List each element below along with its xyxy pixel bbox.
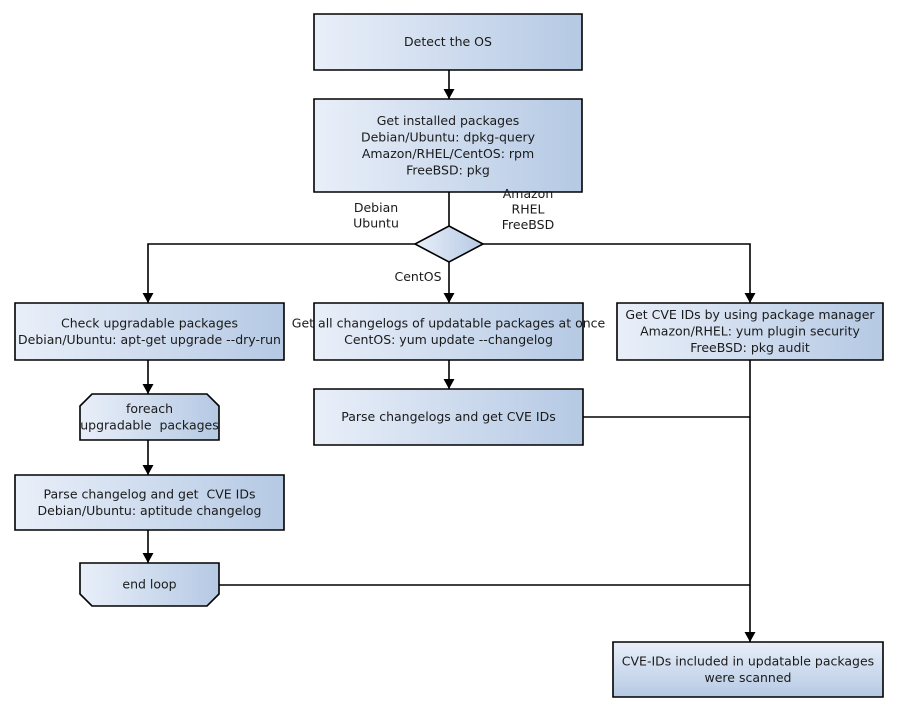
node-shape-rect bbox=[313, 302, 584, 361]
connector-layer bbox=[142, 70, 756, 642]
arrow-head-icon bbox=[142, 384, 154, 394]
node-label-line: Get CVE IDs by using package manager bbox=[625, 307, 875, 322]
node-label: Detect the OS bbox=[404, 34, 492, 49]
node-label: end loop bbox=[122, 576, 176, 591]
arrow-head-icon bbox=[443, 293, 455, 303]
node-shape-rect bbox=[14, 302, 285, 361]
node-shape-loop-end bbox=[79, 562, 220, 607]
arrow-head-icon bbox=[142, 553, 154, 563]
node-label-line: Detect the OS bbox=[404, 34, 492, 49]
node-label: Get all changelogs of updatable packages… bbox=[292, 315, 606, 347]
arrow-head-icon bbox=[443, 379, 455, 389]
arrow-head-icon bbox=[744, 293, 756, 303]
node-label-line: Debian/Ubuntu: dpkg-query bbox=[361, 129, 536, 144]
node-label-line: were scanned bbox=[705, 669, 792, 684]
node-detect-os[interactable]: Detect the OS bbox=[313, 13, 583, 71]
connector-detect-to-packages bbox=[443, 70, 455, 99]
node-label-line: Get all changelogs of updatable packages… bbox=[292, 315, 606, 330]
node-os-decision[interactable] bbox=[413, 225, 485, 263]
arrow-head-icon bbox=[443, 89, 455, 99]
node-label-line: Debian/Ubuntu: apt-get upgrade --dry-run bbox=[18, 331, 281, 346]
node-label-line: CentOS: yum update --changelog bbox=[344, 331, 553, 346]
edge-label-line: FreeBSD bbox=[502, 217, 554, 232]
arrow-head-icon bbox=[142, 465, 154, 475]
node-label-line: Amazon/RHEL/CentOS: rpm bbox=[362, 145, 534, 160]
connector-foreach-to-parse bbox=[142, 440, 154, 475]
node-shape-rect bbox=[14, 474, 285, 531]
edge-label-line: CentOS bbox=[394, 269, 441, 284]
connector-cve-manager-to-final bbox=[744, 360, 756, 642]
node-shape-diamond bbox=[413, 225, 485, 263]
connector-changelogs-to-parse bbox=[443, 360, 455, 389]
edge-label-line: Ubuntu bbox=[353, 216, 399, 231]
connector-decision-to-debian bbox=[142, 243, 415, 303]
node-label-line: Check upgradable packages bbox=[61, 315, 238, 330]
node-label: foreach upgradable packages bbox=[80, 400, 219, 432]
node-parse-changelogs-centos[interactable]: Parse changelogs and get CVE IDs bbox=[313, 388, 584, 446]
node-get-all-changelogs-centos[interactable]: Get all changelogs of updatable packages… bbox=[292, 302, 606, 361]
node-label-line: FreeBSD: pkg bbox=[406, 162, 490, 177]
node-label-line: Debian/Ubuntu: aptitude changelog bbox=[38, 502, 262, 517]
node-label-line: Amazon/RHEL: yum plugin security bbox=[640, 323, 860, 338]
connector-check-to-foreach bbox=[142, 360, 154, 394]
node-shape-rect bbox=[313, 388, 584, 446]
connector-parse-to-endloop bbox=[142, 530, 154, 563]
node-label-line: Parse changelog and get CVE IDs bbox=[44, 486, 256, 501]
connector-line bbox=[483, 243, 751, 303]
node-end-loop[interactable]: end loop bbox=[79, 562, 220, 607]
node-label-line: FreeBSD: pkg audit bbox=[690, 340, 810, 355]
connector-decision-to-centos bbox=[443, 262, 455, 303]
node-shape-rect bbox=[612, 641, 884, 698]
node-label-line: upgradable packages bbox=[80, 417, 219, 432]
node-shape-rect bbox=[313, 13, 583, 71]
edge-label-label-centos: CentOS bbox=[394, 269, 441, 284]
edge-label-line: RHEL bbox=[512, 202, 545, 217]
node-shape-rect bbox=[313, 98, 583, 193]
node-shape-loop-start bbox=[79, 393, 220, 441]
edge-label-line: Debian bbox=[354, 200, 398, 215]
node-label-line: end loop bbox=[122, 576, 176, 591]
node-label-line: foreach bbox=[126, 400, 173, 415]
node-label: Parse changelogs and get CVE IDs bbox=[341, 409, 555, 424]
connector-decision-to-rhel bbox=[483, 243, 756, 303]
connector-line bbox=[147, 243, 415, 303]
node-foreach-upgradable-packages[interactable]: foreach upgradable packages bbox=[79, 393, 220, 441]
node-label-line: CVE-IDs included in updatable packages bbox=[622, 653, 874, 668]
arrow-head-icon bbox=[142, 293, 154, 303]
node-shape-rect bbox=[616, 302, 884, 361]
node-label-line: Get installed packages bbox=[377, 112, 520, 127]
arrow-head-icon bbox=[744, 632, 756, 642]
edge-label-line: Amazon bbox=[503, 186, 554, 201]
node-label-line: Parse changelogs and get CVE IDs bbox=[341, 409, 555, 424]
